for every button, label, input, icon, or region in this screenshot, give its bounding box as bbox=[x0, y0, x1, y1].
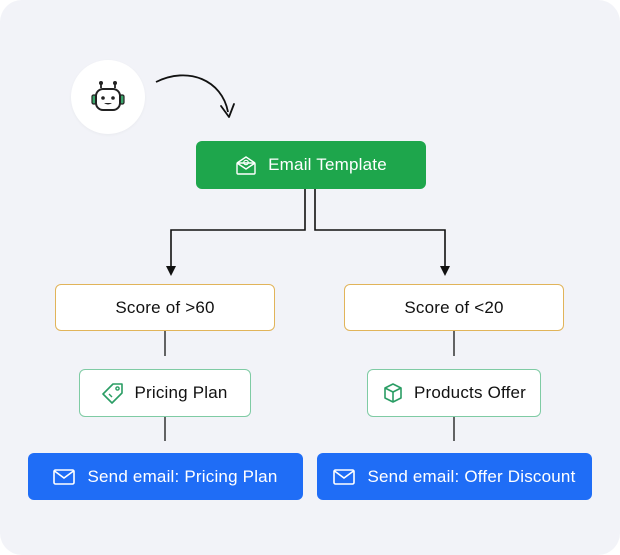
email-template-node[interactable]: Email Template bbox=[196, 141, 426, 189]
mail-icon bbox=[333, 468, 356, 485]
offer-node-pricing-plan[interactable]: Pricing Plan bbox=[79, 369, 251, 417]
send-email-pricing-plan-node[interactable]: Send email: Pricing Plan bbox=[28, 453, 303, 500]
connector-right-head bbox=[440, 266, 450, 276]
offer-label: Pricing Plan bbox=[134, 383, 228, 402]
offer-label: Products Offer bbox=[413, 383, 527, 402]
offer-node-products-offer[interactable]: Products Offer bbox=[367, 369, 541, 417]
mail-icon bbox=[53, 468, 76, 485]
condition-label: Score of <20 bbox=[404, 297, 504, 317]
action-label: Send email: Pricing Plan bbox=[87, 466, 278, 486]
condition-label: Score of >60 bbox=[115, 297, 215, 317]
condition-node-high-score[interactable]: Score of >60 bbox=[55, 284, 275, 331]
curved-arrow-head bbox=[220, 103, 235, 118]
curved-arrow bbox=[155, 74, 229, 113]
connector-left-head bbox=[166, 266, 176, 276]
robot-icon bbox=[89, 80, 127, 114]
send-email-offer-discount-node[interactable]: Send email: Offer Discount bbox=[317, 453, 592, 500]
price-tag-icon bbox=[102, 382, 124, 404]
email-template-icon bbox=[235, 155, 257, 175]
bot-avatar[interactable] bbox=[71, 60, 145, 134]
email-template-label: Email Template bbox=[268, 155, 387, 174]
action-label: Send email: Offer Discount bbox=[367, 466, 576, 486]
package-box-icon bbox=[382, 382, 404, 404]
condition-node-low-score[interactable]: Score of <20 bbox=[344, 284, 564, 331]
connector-left bbox=[170, 189, 306, 268]
connector-right bbox=[314, 189, 446, 268]
